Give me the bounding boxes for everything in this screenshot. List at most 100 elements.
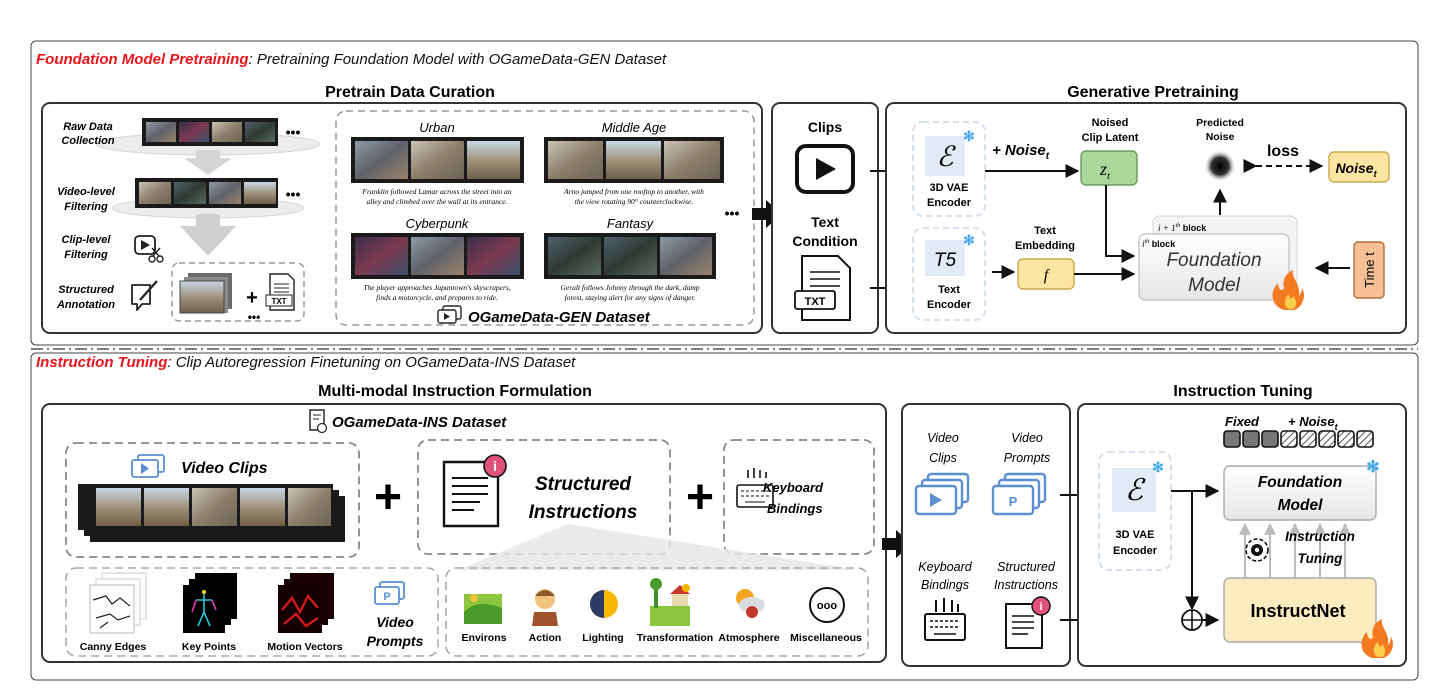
sample-urban-caption-1: Franklin followed Lamar across the stree… <box>361 187 511 196</box>
vae-encoder-box <box>912 121 986 217</box>
tuning-vae-symbol: ℰ <box>1125 474 1146 507</box>
tuning-foundation-label-2: Model <box>1278 497 1323 514</box>
category-lighting: Lighting <box>582 632 623 644</box>
keyboard-bindings-label-2: Bindings <box>767 501 823 516</box>
video-prompts-p-letter: P <box>383 591 390 603</box>
formulation-title: Multi-modal Instruction Formulation <box>318 383 592 400</box>
sample-middle-age: Middle Age Arno jumped from one rooftop … <box>544 120 724 206</box>
ins-video-prompts-icon <box>991 472 1047 516</box>
tuning-foundation-label-1: Foundation <box>1258 474 1342 491</box>
txt-label: TXT <box>271 297 286 306</box>
tuning-vae-frozen-icon: ✻ <box>1152 459 1164 475</box>
pretraining-header: Foundation Model Pretraining: Pretrainin… <box>36 51 667 68</box>
video-ellipsis: ••• <box>286 186 301 202</box>
ins-input-video-clips-1: Video <box>927 431 959 445</box>
gen-dataset-name: OGameData-GEN Dataset <box>468 309 651 326</box>
vae-frozen-icon: ✻ <box>963 128 975 144</box>
curation-steps: Raw Data Collection Video-level Filterin… <box>56 121 116 311</box>
block-next-word: block <box>1180 223 1207 233</box>
formulation-to-inputs-arrow <box>882 530 912 558</box>
pretrain-noise-sub: t <box>1046 151 1050 162</box>
structured-instructions-label-2: Instructions <box>529 502 638 523</box>
play-clip-icon <box>795 144 855 194</box>
video-prompts-label-2: Prompts <box>367 633 424 649</box>
step-raw-label-1: Raw Data <box>63 121 113 133</box>
text-file-icon <box>794 255 851 321</box>
txt-file-icon <box>265 273 295 311</box>
sample-cyberpunk: Cyberpunk The player approaches Japantow… <box>351 216 524 302</box>
tuning-vae-symbol-bg <box>1112 468 1156 512</box>
step-clip-label-1: Clip-level <box>62 234 112 246</box>
loss-label: loss <box>1267 143 1299 160</box>
target-noise-text: Noise <box>1335 160 1373 176</box>
zoom-triangle <box>458 524 858 570</box>
ins-keyboard-icon <box>924 598 966 641</box>
annotated-clip-stack <box>179 273 232 314</box>
video-clips-box <box>65 442 360 558</box>
tuning-vae-label-2: Encoder <box>1113 545 1158 557</box>
tuning-foundation-frozen-icon: ✻ <box>1366 459 1379 476</box>
instruction-header-rest: : Clip Autoregression Finetuning on OGam… <box>167 354 576 371</box>
noised-latent-symbol: zt <box>1099 159 1111 182</box>
atmosphere-icon <box>736 589 765 618</box>
control-label-motion: Motion Vectors <box>267 641 342 653</box>
tuning-noise-sub: t <box>1335 422 1339 432</box>
instructnet-box <box>1223 577 1377 643</box>
transformation-icon <box>650 578 690 626</box>
trainable-fire-icon <box>1272 270 1305 310</box>
ins-dataset-name: OGameData-INS Dataset <box>332 414 507 431</box>
tuning-noise-label: + Noiset <box>1288 414 1339 432</box>
sample-fantasy-caption-1: Geralt follows Johnny through the dark, … <box>560 283 699 292</box>
text-embedding-symbol: f <box>1044 267 1051 284</box>
block-cur-word: block <box>1149 239 1176 249</box>
sample-fantasy-caption-2: forest, staying alert for any signs of d… <box>565 293 696 302</box>
sample-middle-age-caption-2: the view rotating 90° counterclockwise. <box>575 197 694 206</box>
vae-encoder-label-1: 3D VAE <box>930 182 969 194</box>
categories-box <box>445 567 869 657</box>
ins-input-keyboard-1: Keyboard <box>918 560 973 574</box>
t5-frozen-icon: ✻ <box>963 232 975 248</box>
sample-middle-age-caption-1: Arno jumped from one rooftop to another,… <box>563 187 704 196</box>
foundation-model-box <box>1138 233 1290 301</box>
time-label: Time t <box>1362 252 1377 288</box>
instruction-section-frame <box>30 352 1419 681</box>
motion-vectors-thumb <box>278 573 334 633</box>
sample-cyberpunk-caption-1: The player approaches Japantown's skyscr… <box>363 283 510 292</box>
pretrain-noise-text: + Noise <box>992 142 1046 159</box>
t5-encoder-label-2: Encoder <box>927 299 972 311</box>
category-action: Action <box>529 632 562 644</box>
structured-doc-icon <box>442 454 507 528</box>
lighting-icon <box>590 590 618 618</box>
sample-cyberpunk-caption-2: finds a motorcycle, and prepares to ride… <box>376 293 498 302</box>
pretraining-section-frame <box>30 40 1419 346</box>
miscellaneous-icon <box>809 587 845 623</box>
tuning-foundation-box <box>1223 465 1377 521</box>
t5-encoder-label-1: Text <box>938 284 960 296</box>
structured-instructions-label-1: Structured <box>535 474 631 495</box>
video-film-strip <box>135 178 278 208</box>
sample-urban-caption-2: alley and climbed over the wall at its e… <box>366 197 507 206</box>
tuning-noise-text: + Noise <box>1288 414 1335 429</box>
clips-label: Clips <box>808 119 842 135</box>
video-prompts-label-1: Video <box>376 614 414 630</box>
pretraining-header-rest: : Pretraining Foundation Model with OGam… <box>249 51 668 68</box>
miscellaneous-symbol: ooo <box>817 600 837 612</box>
vae-encoder-symbol-bg <box>925 136 965 176</box>
t5-encoder-symbol-bg <box>925 240 965 276</box>
control-label-canny: Canny Edges <box>80 641 147 653</box>
instruction-header-highlight: Instruction Tuning <box>36 354 167 371</box>
noised-latent-box <box>1080 150 1138 186</box>
vae-encoder-symbol: ℰ <box>937 142 957 173</box>
ins-input-video-prompts-1: Video <box>1011 431 1043 445</box>
annotation-ellipsis: ••• <box>248 310 261 324</box>
text-embedding-label-1: Text <box>1034 225 1056 237</box>
sample-fantasy: Fantasy Geralt follows Johnny through th… <box>544 216 716 302</box>
keyboard-bindings-label-1: Keyboard <box>763 480 824 495</box>
instructnet-label: InstructNet <box>1250 601 1345 621</box>
raw-ellipsis: ••• <box>286 124 301 140</box>
instruction-tuning-label-2: Tuning <box>1298 551 1343 566</box>
text-file-label: TXT <box>805 296 826 308</box>
pretraining-header-highlight: Foundation Model Pretraining <box>36 51 249 68</box>
environs-icon <box>464 594 502 624</box>
step-video-label-2: Filtering <box>64 201 108 213</box>
